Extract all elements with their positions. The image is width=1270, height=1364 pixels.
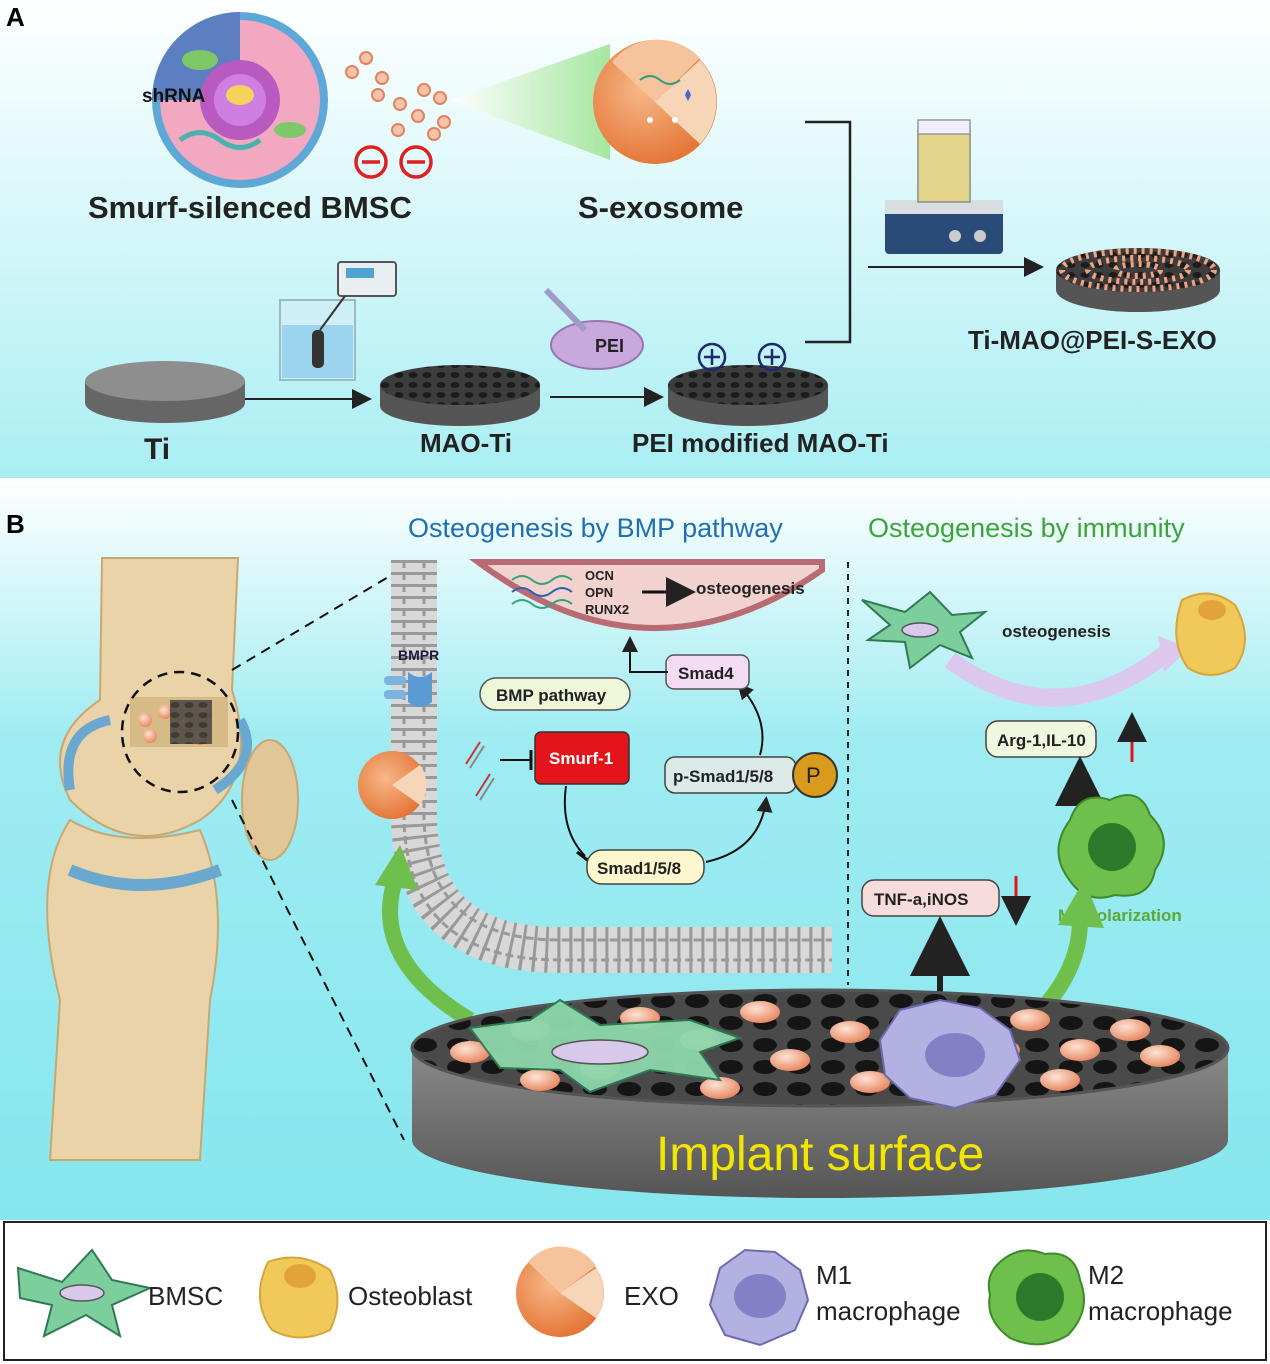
surface-m1-macrophage	[878, 998, 1022, 1110]
cell-membrane	[391, 560, 832, 973]
bmp-pathway-pill	[479, 677, 631, 711]
bmp-pathway-label: BMP pathway	[496, 686, 607, 705]
exosome-particles	[345, 51, 451, 141]
legend-border	[3, 1221, 1267, 1361]
membrane-exosome	[358, 751, 427, 819]
arg1-box	[985, 720, 1097, 758]
bmpr-label: BMPR	[398, 647, 439, 663]
m2-macrophage-icon	[1057, 794, 1165, 899]
legend-m2-icon	[987, 1249, 1085, 1346]
osteoblast-cell-icon	[1175, 592, 1246, 676]
phosphate-circle	[792, 752, 838, 798]
gene-opn: OPN	[585, 585, 613, 600]
smad4-label: Smad4	[678, 664, 734, 683]
legend-exo-icon	[516, 1246, 604, 1337]
zoom-circle	[120, 670, 240, 794]
product-disk	[1056, 248, 1220, 312]
pei-modified-label: PEI modified MAO-Ti	[632, 428, 889, 458]
ti-disk	[85, 361, 245, 423]
zoom-line-bottom	[231, 799, 405, 1141]
surface-bmsc-cell	[468, 998, 743, 1094]
immune-osteogenesis-label: osteogenesis	[1002, 622, 1111, 641]
legend-m2-line1: M2	[1088, 1260, 1124, 1290]
bmp-heading: Osteogenesis by BMP pathway	[408, 513, 783, 543]
smad158-box	[586, 849, 705, 885]
pei-dish	[543, 287, 644, 370]
inhibit-curve-smad	[563, 785, 586, 857]
product-label: Ti-MAO@PEI-S-EXO	[968, 325, 1217, 355]
negative-charge-icon	[354, 145, 433, 179]
legend-osteoblast-icon	[258, 1256, 339, 1339]
gene-runx2: RUNX2	[585, 602, 629, 617]
implant-surface-label: Implant surface	[656, 1128, 984, 1181]
phosphate-label: P	[806, 763, 821, 788]
bmsc-cell-illustration	[152, 12, 328, 188]
magnetic-stirrer	[885, 119, 1003, 254]
psmad158-label: p-Smad1/5/8	[673, 767, 773, 786]
s-exosome-illustration	[593, 39, 717, 164]
arrow-bmsc-to-exo	[382, 877, 475, 1027]
arrow-psmad-to-smad4	[737, 682, 764, 756]
legend-m1-line2: macrophage	[816, 1296, 961, 1326]
zoom-line-top	[231, 569, 401, 671]
legend-m1-icon	[708, 1248, 810, 1347]
arrow-to-osteoblast	[944, 643, 1176, 707]
pei-modified-disk	[668, 365, 828, 426]
arrow-smad-to-psmad	[705, 796, 773, 863]
arg1-label: Arg-1,IL-10	[997, 731, 1086, 750]
knee-joint-illustration	[46, 557, 299, 1161]
mao-ti-disk	[380, 365, 540, 426]
legend-m2-line2: macrophage	[1088, 1296, 1233, 1326]
nucleus-osteogenesis-label: osteogenesis	[696, 579, 805, 598]
dna-helix-icon	[511, 575, 573, 609]
shrna-strand-icon	[465, 741, 495, 801]
magnify-cone	[450, 44, 610, 160]
smad158-label: Smad1/5/8	[597, 859, 681, 878]
bmpr-receptor-icon	[384, 672, 432, 707]
electrolysis-apparatus	[279, 261, 397, 381]
nucleus	[468, 559, 825, 631]
immunity-heading: Osteogenesis by immunity	[868, 513, 1185, 543]
legend-osteoblast-label: Osteoblast	[348, 1281, 473, 1311]
exosome-title: S-exosome	[578, 190, 743, 225]
legend-exo-label: EXO	[624, 1281, 679, 1311]
legend-bmsc-label: BMSC	[148, 1281, 223, 1311]
mao-ti-label: MAO-Ti	[420, 428, 512, 458]
shrna-label: shRNA	[142, 86, 206, 107]
positive-charge-icon	[697, 342, 787, 372]
bmsc-title: Smurf-silenced BMSC	[88, 190, 412, 225]
panel-b-label: B	[6, 509, 25, 539]
arrow-smad4-to-nucleus	[622, 636, 668, 673]
ti-label: Ti	[144, 433, 170, 466]
gene-ocn: OCN	[585, 568, 614, 583]
arrow-head-exo	[375, 845, 418, 890]
smurf1-box	[534, 731, 630, 785]
panel-a-label: A	[6, 2, 25, 32]
tnfa-label: TNF-a,iNOS	[874, 890, 968, 909]
legend-m1-line1: M1	[816, 1260, 852, 1290]
bmsc-cell-icon	[861, 590, 989, 670]
legend-bmsc-icon	[16, 1248, 154, 1339]
arrow-head-m2	[1058, 880, 1104, 928]
merge-bracket	[805, 120, 852, 344]
pei-dish-label: PEI	[595, 336, 624, 356]
smurf1-label: Smurf-1	[549, 749, 613, 768]
